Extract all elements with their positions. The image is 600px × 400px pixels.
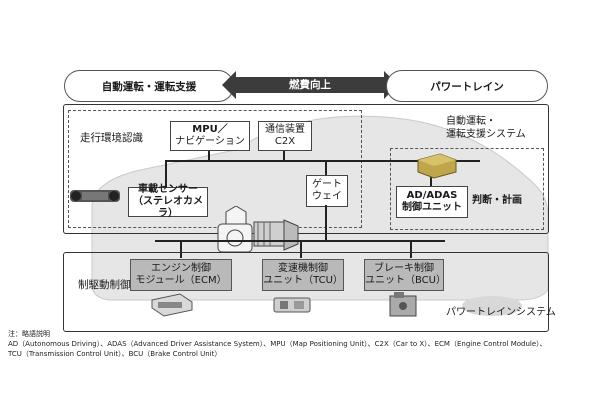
bcu-line1: ブレーキ制御 <box>374 263 434 274</box>
note-abbreviations-2: TCU（Transmission Control Unit）、BCU（Brake… <box>8 350 222 358</box>
note-abbreviations-1: AD（Autonomous Driving）、ADAS（Advanced Dri… <box>8 340 547 348</box>
system-label-line1: 自動運転・ <box>446 116 496 127</box>
bcu-unit-image <box>389 292 417 317</box>
gateway-to-lower-bus <box>325 205 327 241</box>
perception-label: 走行環境認識 <box>80 132 143 144</box>
mpu-line1: MPU／ <box>192 124 228 135</box>
tcu-line2: ユニット（TCU） <box>263 275 343 286</box>
tcu-line1: 変速機制御 <box>278 263 328 274</box>
stereo-camera-image <box>70 190 120 202</box>
sensor-bus-drop <box>165 161 167 187</box>
ecm-box: エンジン制御 モジュール（ECM） <box>130 259 232 291</box>
tcu-bus-drop <box>300 241 302 258</box>
gateway-bus-drop <box>325 161 327 175</box>
system-label-line2: 運転支援システム <box>446 129 526 140</box>
mpu-bus-drop <box>208 150 210 161</box>
control-label: 制駆動制御 <box>78 279 131 291</box>
upper-bus-line <box>200 160 480 162</box>
bcu-line2: ユニット（BCU） <box>365 275 446 286</box>
powertrain-engine-icon <box>217 206 299 253</box>
judgement-planning-label: 判断・計画 <box>472 195 522 206</box>
adas-line1: AD/ADAS <box>406 190 458 201</box>
sensor-line2: （ステレオカメラ） <box>133 196 203 219</box>
ecm-unit-image <box>151 293 193 317</box>
autonomous-driving-system-region <box>63 104 549 234</box>
c2x-box: 通信装置 C2X <box>258 121 312 151</box>
c2x-line1: 通信装置 <box>265 124 305 135</box>
mpu-navigation-box: MPU／ ナビゲーション <box>170 121 250 151</box>
tcu-unit-image <box>273 297 311 313</box>
powertrain-system-region <box>63 252 549 332</box>
c2x-bus-drop <box>283 150 285 161</box>
gateway-line1: ゲート <box>312 179 342 190</box>
ecm-line2: モジュール（ECM） <box>135 275 227 286</box>
sensor-bus-horizontal <box>165 160 210 162</box>
mpu-line2: ナビゲーション <box>175 136 245 147</box>
bcu-box: ブレーキ制御 ユニット（BCU） <box>364 259 446 291</box>
gateway-line2: ウェイ <box>312 191 342 202</box>
bcu-bus-drop <box>410 241 412 258</box>
ecm-line1: エンジン制御 <box>151 263 211 274</box>
ecm-bus-drop <box>180 241 182 258</box>
powertrain-system-label: パワートレインシステム <box>446 307 556 318</box>
fuel-efficiency-label: 燃費向上 <box>289 79 331 91</box>
fuel-efficiency-arrow <box>222 71 398 99</box>
sensor-line1: 車載センサー <box>138 184 198 195</box>
judgement-dashed-area <box>390 148 544 230</box>
adas-unit-image <box>417 153 457 179</box>
adas-line2: 制御ユニット <box>402 202 462 213</box>
tcu-box: 変速機制御 ユニット（TCU） <box>262 259 344 291</box>
autonomous-driving-pill: 自動運転・運転支援 <box>64 70 234 102</box>
perception-dashed-area <box>68 110 362 228</box>
c2x-line2: C2X <box>274 136 296 147</box>
note-heading: 注：略語説明 <box>8 330 50 338</box>
stereo-camera-sensor-box: 車載センサー （ステレオカメラ） <box>128 184 208 219</box>
adas-control-unit-box: AD/ADAS 制御ユニット <box>396 186 468 218</box>
gateway-box: ゲート ウェイ <box>306 175 348 207</box>
powertrain-pill: パワートレイン <box>386 70 548 102</box>
